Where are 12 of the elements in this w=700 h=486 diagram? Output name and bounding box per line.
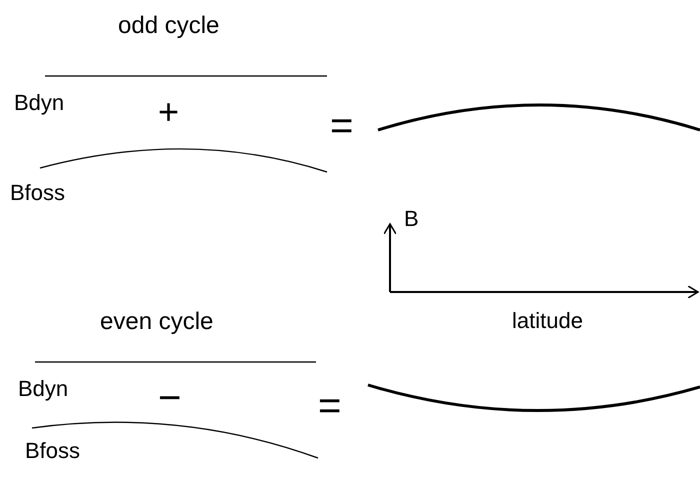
- plus-sign: +: [158, 94, 180, 130]
- heading: odd cycle: [118, 14, 220, 38]
- variable-label: Bdyn: [18, 378, 68, 400]
- equals-sign: =: [330, 106, 354, 146]
- variable-label: Bfoss: [10, 182, 66, 204]
- axis-label: latitude: [512, 310, 583, 332]
- minus-sign: −: [158, 378, 182, 418]
- variable-label: Bdyn: [14, 92, 64, 114]
- heading: even cycle: [100, 310, 214, 334]
- axis-label: B: [404, 208, 419, 230]
- equals-sign: =: [318, 386, 342, 426]
- variable-label: Bfoss: [25, 440, 80, 462]
